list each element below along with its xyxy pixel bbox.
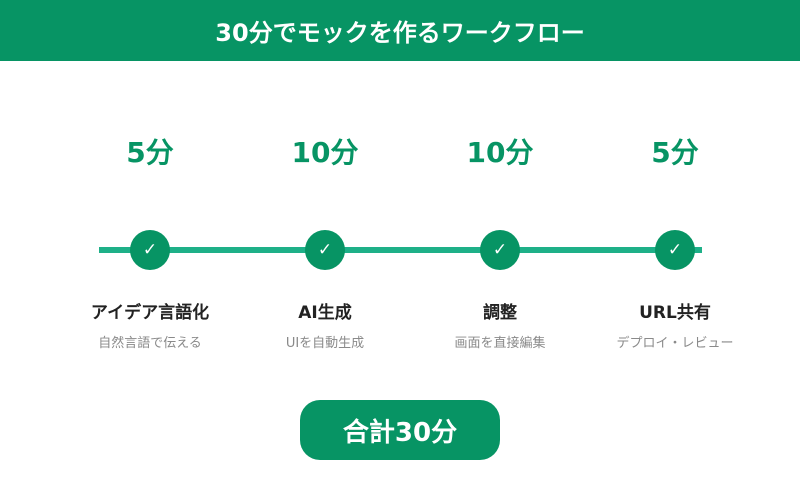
step-title: URL共有 — [639, 303, 711, 323]
check-icon: ✓ — [655, 230, 695, 270]
page-title: 30分でモックを作るワークフロー — [215, 19, 585, 47]
step-description: デプロイ・レビュー — [616, 336, 734, 351]
step-4: 5分 ✓ URL共有 デプロイ・レビュー — [575, 0, 775, 500]
check-icon: ✓ — [480, 230, 520, 270]
step-title: AI生成 — [298, 303, 352, 323]
timeline-line — [99, 247, 702, 253]
check-icon: ✓ — [305, 230, 345, 270]
total-badge: 合計30分 — [300, 400, 500, 460]
step-description: 自然言語で伝える — [98, 336, 202, 351]
step-duration: 5分 — [651, 136, 699, 169]
step-duration: 5分 — [126, 136, 174, 169]
step-duration: 10分 — [466, 136, 534, 169]
header-banner: 30分でモックを作るワークフロー — [0, 0, 800, 61]
total-label: 合計30分 — [342, 417, 458, 448]
step-title: 調整 — [483, 303, 517, 323]
step-1: 5分 ✓ アイデア言語化 自然言語で伝える — [50, 0, 250, 500]
step-description: UIを自動生成 — [285, 336, 365, 351]
step-2: 10分 ✓ AI生成 UIを自動生成 — [225, 0, 425, 500]
step-3: 10分 ✓ 調整 画面を直接編集 — [400, 0, 600, 500]
check-icon: ✓ — [130, 230, 170, 270]
step-duration: 10分 — [291, 136, 359, 169]
step-description: 画面を直接編集 — [454, 336, 546, 351]
step-title: アイデア言語化 — [90, 303, 210, 323]
